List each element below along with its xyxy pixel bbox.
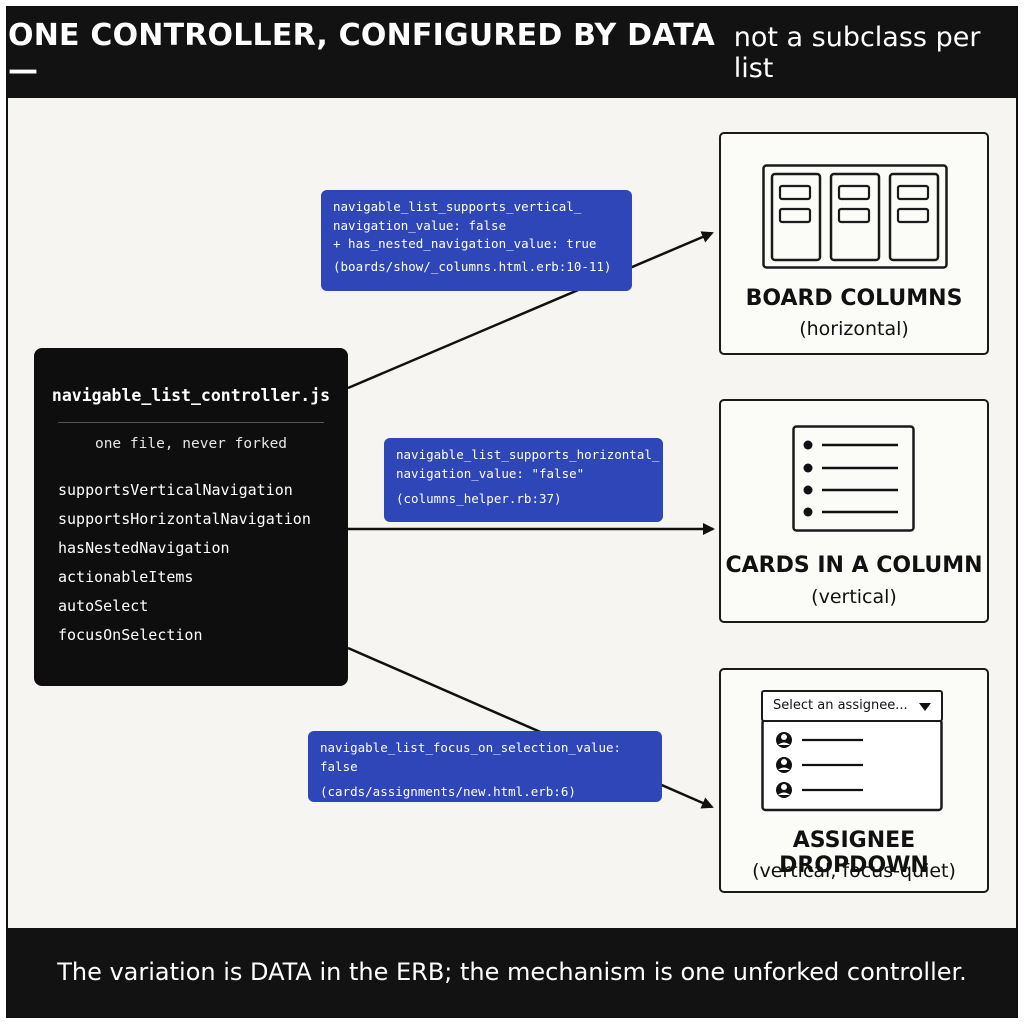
footer-text: The variation is DATA in the ERB; the me…	[57, 958, 967, 986]
badge-source: (cards/assignments/new.html.erb:6)	[320, 784, 576, 799]
panel-board-columns: BOARD COLUMNS (horizontal)	[719, 132, 989, 355]
config-badge-cards: navigable_list_supports_horizontal_ navi…	[384, 438, 663, 522]
panel-cards-column: CARDS IN A COLUMN (vertical)	[719, 399, 989, 623]
panel-note: (vertical)	[811, 586, 897, 608]
badge-line: navigation_value: "false"	[396, 465, 585, 481]
badge-line: navigable_list_supports_vertical_	[333, 199, 582, 214]
panel-title: BOARD COLUMNS	[745, 286, 963, 311]
option-item: autoSelect	[58, 597, 149, 615]
option-item: supportsVerticalNavigation	[58, 481, 293, 499]
controller-divider	[58, 422, 324, 423]
board-columns-icon	[762, 164, 948, 269]
config-badge-assignee: navigable_list_focus_on_selection_value:…	[308, 731, 662, 802]
option-item: hasNestedNavigation	[58, 539, 230, 557]
badge-line: + has_nested_navigation_value: true	[333, 236, 597, 251]
badge-line: navigable_list_supports_horizontal_	[396, 447, 660, 462]
header-banner: ONE CONTROLLER, CONFIGURED BY DATA — not…	[8, 8, 1016, 98]
header-title-bold: ONE CONTROLLER, CONFIGURED BY DATA —	[8, 18, 716, 88]
controller-options: supportsVerticalNavigation supportsHoriz…	[58, 476, 311, 650]
panel-assignee-dropdown: Select an assignee... ASSIGNEE DROPDOWN …	[719, 668, 989, 893]
chevron-down-icon	[919, 703, 931, 711]
config-badge-board: navigable_list_supports_vertical_ naviga…	[321, 190, 632, 291]
option-item: supportsHorizontalNavigation	[58, 510, 311, 528]
badge-source: (boards/show/_columns.html.erb:10-11)	[333, 258, 612, 274]
badge-source: (columns_helper.rb:37)	[396, 491, 562, 506]
panel-note: (horizontal)	[799, 318, 909, 340]
option-item: focusOnSelection	[58, 626, 203, 644]
dropdown-list-icon	[761, 720, 943, 812]
panel-note: (vertical, focus-quiet)	[752, 860, 956, 882]
select-placeholder: Select an assignee...	[773, 698, 908, 713]
assignee-select-icon: Select an assignee...	[761, 690, 943, 722]
bullet-list-icon	[792, 425, 915, 532]
controller-filename: navigable_list_controller.js	[51, 386, 331, 405]
option-item: actionableItems	[58, 568, 194, 586]
controller-subtitle: one file, never forked	[94, 436, 288, 452]
panel-title: ASSIGNEE DROPDOWN	[779, 828, 929, 878]
panel-title: CARDS IN A COLUMN	[725, 553, 983, 578]
controller-box: navigable_list_controller.js one file, n…	[34, 348, 348, 686]
header-title-rest: not a subclass per list	[733, 22, 981, 84]
badge-line: navigable_list_focus_on_selection_value:…	[320, 740, 622, 774]
footer-banner: The variation is DATA in the ERB; the me…	[8, 928, 1016, 1016]
badge-line: navigation_value: false	[333, 217, 507, 233]
arrow-to-board-columns	[347, 231, 714, 390]
